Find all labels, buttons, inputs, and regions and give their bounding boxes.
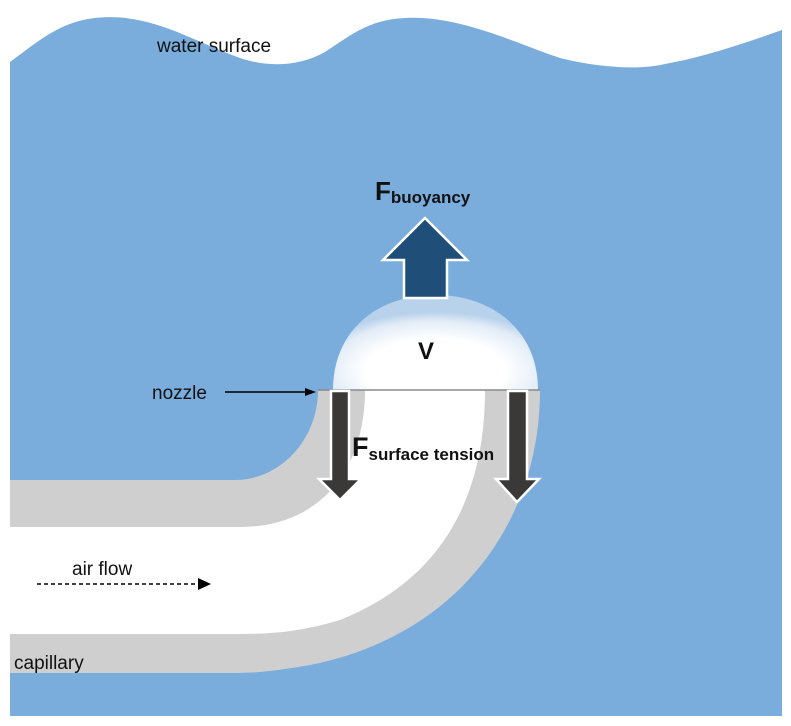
tension-arrow-left — [315, 389, 365, 502]
air-flow-label: air flow — [72, 559, 132, 580]
water-surface-label: water surface — [156, 36, 271, 57]
buoyancy-label: Fbuoyancy — [375, 176, 471, 207]
surface-tension-label: Fsurface tension — [352, 432, 494, 464]
surface-tension-label-sub: surface tension — [369, 445, 495, 464]
tension-arrow-right — [493, 389, 542, 504]
air-flow-arrow-head — [198, 578, 211, 590]
air-channel — [10, 390, 485, 634]
buoyancy-label-main: F — [375, 176, 391, 206]
buoyancy-arrow — [379, 216, 471, 300]
bubble — [333, 295, 538, 390]
buoyancy-label-sub: buoyancy — [391, 188, 471, 207]
surface-tension-label-main: F — [352, 432, 369, 462]
nozzle-pointer-head — [305, 388, 316, 396]
nozzle-label: nozzle — [152, 383, 207, 404]
capillary-label: capillary — [14, 653, 84, 674]
bubble-volume-label: V — [418, 338, 434, 365]
